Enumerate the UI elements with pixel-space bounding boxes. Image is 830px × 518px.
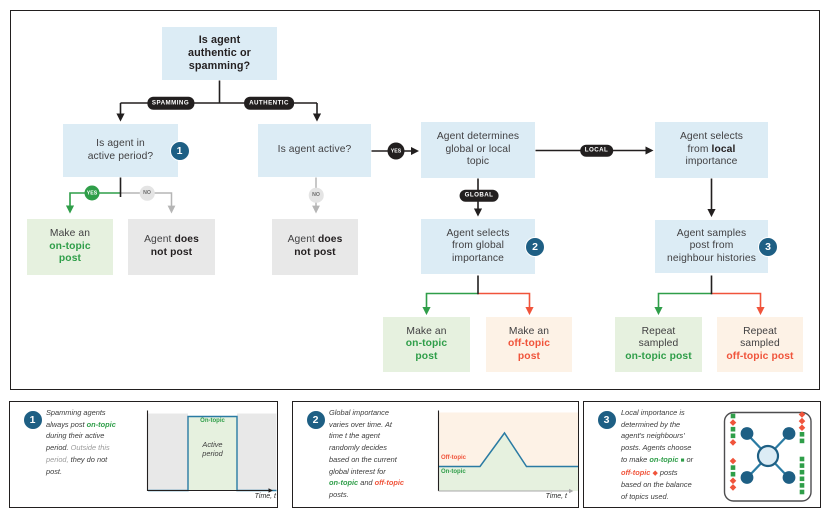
panel-2-on-topic-label: On-topic: [441, 468, 466, 475]
label-no-mid: NO: [308, 187, 324, 203]
label-local: LOCAL: [579, 144, 614, 157]
flowchart-frame: [10, 10, 820, 390]
panel-2-badge: 2: [305, 409, 326, 430]
label-spamming: SPAMMING: [146, 96, 195, 110]
legend-panel-2: [292, 401, 579, 508]
panel-1-on-topic-label: On-topic: [200, 417, 225, 424]
panel-3-badge: 3: [596, 409, 617, 430]
legend-panel-3: [583, 401, 821, 508]
box-text: Is agent active?: [277, 144, 352, 156]
label-yes-green: YES: [84, 185, 100, 201]
panel-2-time-axis-label: Time, t: [545, 492, 567, 500]
panel-2-off-topic-label: Off-topic: [441, 455, 466, 461]
panel-1-time-axis-label: Time, t: [254, 492, 276, 500]
badge-1: 1: [169, 140, 190, 161]
panel-1-badge: 1: [22, 409, 43, 430]
label-yes-black: YES: [387, 142, 405, 160]
label-authentic: AUTHENTIC: [244, 96, 294, 110]
legend-panel-1: [9, 401, 278, 508]
label-no-left: NO: [139, 185, 155, 201]
label-global: GLOBAL: [459, 189, 499, 202]
badge-3: 3: [758, 236, 778, 257]
box-agent-active-question: Is agent active?: [258, 124, 371, 177]
badge-2: 2: [525, 236, 545, 257]
